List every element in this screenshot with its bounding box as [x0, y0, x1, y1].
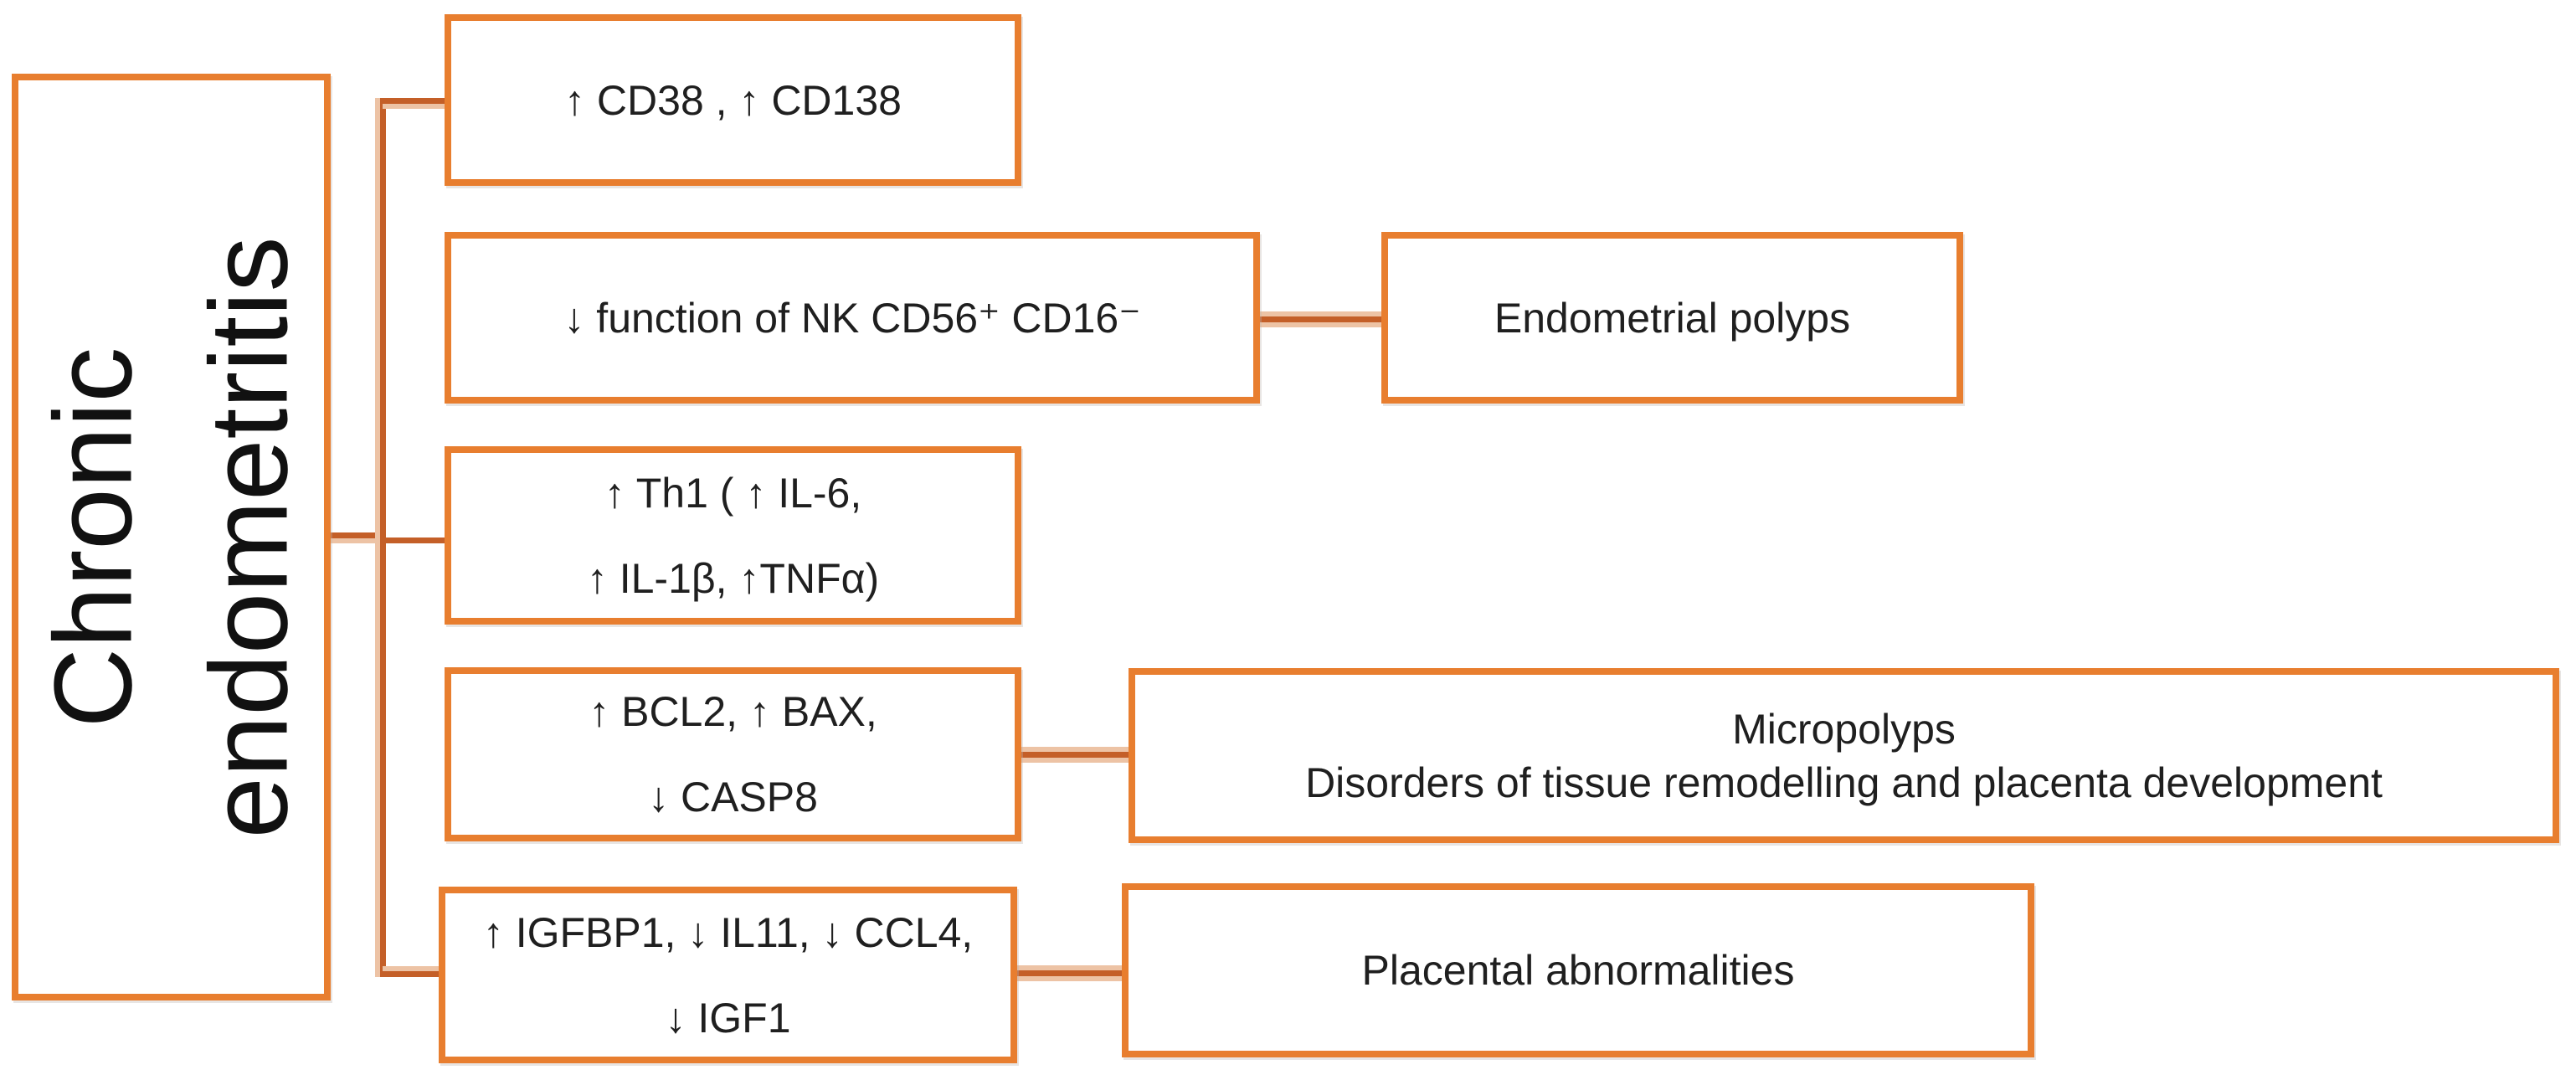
- node-micropolyps-disorders: Micropolyps Disorders of tissue remodell…: [1129, 668, 2559, 843]
- root-label: Chronic endometritis: [16, 236, 327, 838]
- node-text: ↓ function of NK CD56⁺ CD16⁻: [563, 294, 1141, 342]
- node-endometrial-polyps: Endometrial polyps: [1381, 232, 1963, 404]
- connector-branch-cd38: [383, 98, 445, 104]
- node-text: ↑ BCL2, ↑ BAX,: [589, 688, 877, 735]
- root-label-line: Chronic: [31, 347, 155, 728]
- node-cd38-cd138: ↑ CD38 , ↑ CD138: [445, 14, 1021, 186]
- node-th1-cytokines: ↑ Th1 ( ↑ IL-6, ↑ IL-1β, ↑TNFα): [445, 446, 1021, 625]
- node-text: ↑ IGFBP1, ↓ IL11, ↓ CCL4,: [482, 908, 974, 956]
- connector-branch-th1: [383, 538, 445, 543]
- node-text: ↓ CASP8: [648, 774, 818, 820]
- root-label-line: endometritis: [187, 236, 311, 838]
- node-text: ↑ IL-1β, ↑TNFα): [586, 554, 880, 602]
- connector-branch-igfbp1: [383, 971, 439, 977]
- node-placental-abnormalities: Placental abnormalities: [1122, 883, 2034, 1057]
- node-text: Disorders of tissue remodelling and plac…: [1305, 759, 2383, 806]
- node-igfbp1-il11-ccl4-igf1: ↑ IGFBP1, ↓ IL11, ↓ CCL4, ↓ IGF1: [439, 887, 1017, 1063]
- connector-nk-to-polyps: [1260, 316, 1381, 322]
- node-text: ↓ IGF1: [665, 994, 791, 1042]
- node-text: ↑ Th1 ( ↑ IL-6,: [604, 469, 862, 517]
- node-text: Micropolyps: [1732, 705, 1956, 753]
- node-bcl2-bax-casp8: ↑ BCL2, ↑ BAX, ↓ CASP8: [445, 667, 1021, 841]
- node-text: Endometrial polyps: [1494, 294, 1851, 342]
- connector-igfbp1-to-placental: [1009, 970, 1122, 976]
- node-nk-function: ↓ function of NK CD56⁺ CD16⁻: [445, 232, 1260, 404]
- node-text: ↑ CD38 , ↑ CD138: [564, 76, 902, 124]
- connector-bcl2-to-micropolyps: [1015, 752, 1129, 758]
- node-text: Placental abnormalities: [1361, 947, 1795, 994]
- connector-root-trunk: [331, 532, 383, 538]
- node-chronic-endometritis: Chronic endometritis: [12, 74, 331, 1000]
